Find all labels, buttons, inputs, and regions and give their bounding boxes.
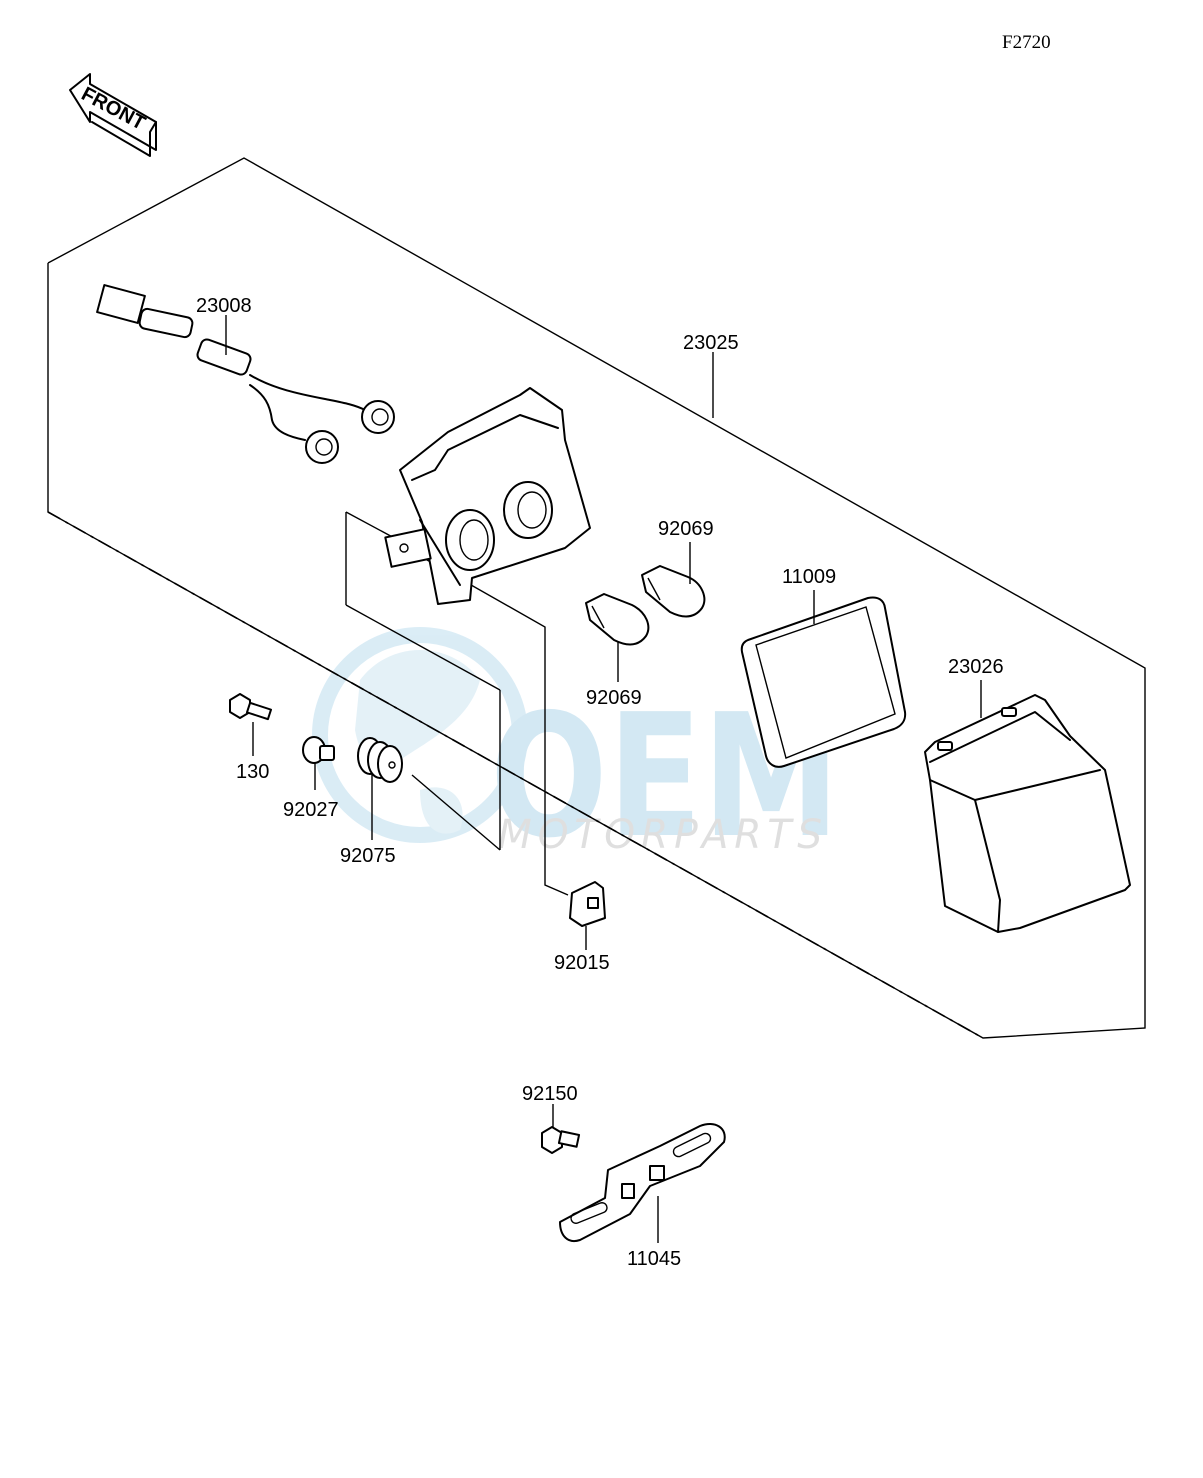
bracket — [559, 1123, 726, 1242]
front-arrow-icon: FRONT — [69, 73, 157, 157]
globe-logo-icon — [312, 627, 528, 843]
label-92015: 92015 — [554, 952, 610, 974]
label-92069-lower: 92069 — [586, 687, 642, 709]
watermark-subtitle: MOTORPARTS — [498, 812, 828, 858]
label-23008: 23008 — [196, 295, 252, 317]
lens — [924, 694, 1131, 933]
nut-clip — [569, 881, 606, 927]
label-11009: 11009 — [782, 566, 836, 588]
label-92027: 92027 — [283, 799, 339, 821]
assembly-outline — [47, 157, 1146, 1039]
label-11045: 11045 — [627, 1248, 681, 1270]
diagram-code: F2720 — [1002, 32, 1051, 53]
label-23026: 23026 — [948, 656, 1004, 678]
reference-lines — [47, 511, 984, 1039]
label-92150: 92150 — [522, 1083, 578, 1105]
bulb-upper — [641, 565, 706, 618]
label-130: 130 — [236, 761, 269, 783]
tail-lamp-housing — [384, 387, 591, 605]
lens-gasket — [740, 596, 907, 768]
label-92075: 92075 — [340, 845, 396, 867]
bolt — [229, 693, 273, 721]
screw — [541, 1126, 581, 1154]
label-23025: 23025 — [683, 332, 739, 354]
label-92069-upper: 92069 — [658, 518, 714, 540]
wiring-harness — [96, 284, 395, 464]
grommet — [357, 737, 403, 783]
bulb-lower — [585, 593, 650, 646]
collar — [302, 736, 335, 764]
